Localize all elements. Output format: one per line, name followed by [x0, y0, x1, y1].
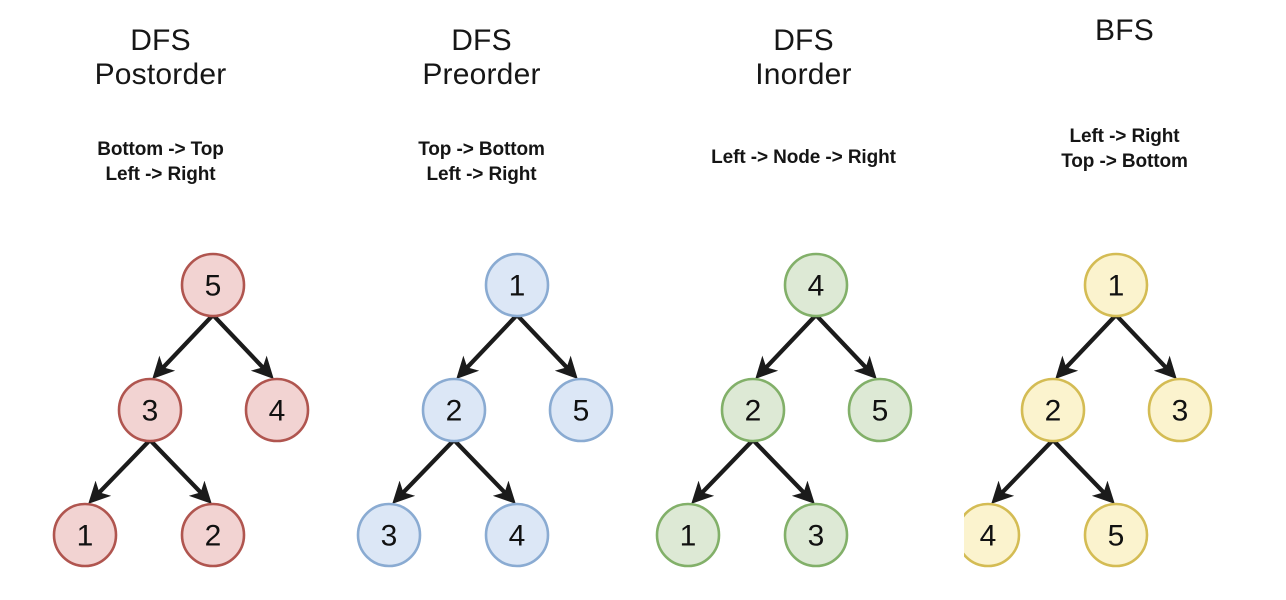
tree-node-right-label: 4	[269, 395, 286, 428]
tree-node-right	[1147, 377, 1213, 443]
edge-root-left	[1055, 313, 1118, 379]
subtitle-line-1: Bottom -> Top	[97, 139, 224, 160]
tree-node-left-label: 2	[745, 395, 762, 428]
heading-dfs-postorder: DFS Postorder	[0, 24, 321, 91]
edge-left-leftright	[452, 438, 516, 504]
tree-bfs: 1 2 3 4 5	[964, 252, 1213, 568]
tree-node-right	[244, 377, 310, 443]
edge-left-leftleft	[991, 438, 1055, 504]
tree-node-left-right-label: 5	[1108, 520, 1125, 553]
edge-root-left	[456, 313, 519, 379]
tree-node-left-left	[356, 502, 422, 568]
tree-node-left-label: 2	[446, 395, 463, 428]
tree-node-root-label: 1	[1108, 270, 1125, 303]
title-line-2: Inorder	[755, 57, 852, 91]
tree-node-right-label: 5	[573, 395, 590, 428]
edge-left-leftright	[1051, 438, 1115, 504]
edge-left-leftleft	[691, 438, 755, 504]
tree-node-left-right-label: 4	[509, 520, 526, 553]
tree-node-left-left	[964, 502, 1021, 568]
subtitle-line-1: Left -> Right	[1069, 126, 1180, 147]
subtitle-line-2: Top -> Bottom	[1061, 151, 1188, 173]
column-dfs-postorder: DFS Postorder Bottom -> Top Left -> Righ…	[0, 0, 321, 600]
title-line-1: DFS	[773, 24, 834, 57]
subtitle-dfs-preorder: Top -> Bottom Left -> Right	[321, 137, 642, 187]
tree-node-root	[783, 252, 849, 318]
title-line-2: Postorder	[94, 57, 227, 91]
tree-node-root-label: 4	[808, 270, 825, 303]
column-bfs: BFS Left -> Right Top -> Bottom 1 2 3 4	[964, 0, 1285, 600]
edge-root-right	[814, 313, 877, 379]
subtitle-dfs-inorder: Left -> Node -> Right	[643, 145, 964, 170]
heading-bfs: BFS	[964, 14, 1285, 48]
column-dfs-preorder: DFS Preorder Top -> Bottom Left -> Right…	[321, 0, 642, 600]
tree-node-left-left	[655, 502, 721, 568]
title-line-1: DFS	[451, 24, 512, 57]
tree-node-left	[1020, 377, 1086, 443]
title-line-1: DFS	[130, 24, 191, 57]
tree-node-left-right-label: 2	[205, 520, 222, 553]
edge-root-right	[1114, 313, 1177, 379]
tree-node-left-left-label: 1	[77, 520, 94, 553]
tree-node-left-right-label: 3	[808, 520, 825, 553]
tree-node-right-label: 5	[872, 395, 889, 428]
tree-dfs-preorder: 1 2 5 3 4	[356, 252, 614, 568]
edge-left-leftright	[148, 438, 212, 504]
tree-node-left-left-label: 1	[680, 520, 697, 553]
tree-node-right	[847, 377, 913, 443]
column-dfs-inorder: DFS Inorder Left -> Node -> Right 4 2 5 …	[643, 0, 964, 600]
title-line-1: BFS	[1095, 14, 1154, 47]
tree-node-root	[180, 252, 246, 318]
tree-node-left-right	[1083, 502, 1149, 568]
tree-node-left	[421, 377, 487, 443]
tree-dfs-postorder: 5 3 4 1 2	[52, 252, 310, 568]
subtitle-line-2: Left -> Right	[105, 164, 216, 186]
tree-node-left-label: 2	[1045, 395, 1062, 428]
tree-node-root	[1083, 252, 1149, 318]
tree-node-left-right	[484, 502, 550, 568]
tree-node-root-label: 1	[509, 270, 526, 303]
tree-node-root	[484, 252, 550, 318]
subtitle-line-1: Left -> Node -> Right	[711, 147, 896, 168]
heading-dfs-preorder: DFS Preorder	[321, 24, 642, 91]
tree-node-left-left-label: 3	[381, 520, 398, 553]
tree-node-left-label: 3	[142, 395, 159, 428]
edge-left-leftleft	[392, 438, 456, 504]
subtitle-line-2: Left -> Right	[426, 164, 537, 186]
tree-node-right-label: 3	[1172, 395, 1189, 428]
edge-root-right	[211, 313, 274, 379]
tree-node-root-label: 5	[205, 270, 222, 303]
tree-dfs-inorder: 4 2 5 1 3	[655, 252, 913, 568]
subtitle-line-1: Top -> Bottom	[418, 139, 545, 160]
edge-root-left	[152, 313, 215, 379]
edge-left-leftright	[751, 438, 815, 504]
edge-left-leftleft	[88, 438, 152, 504]
tree-node-right	[548, 377, 614, 443]
subtitle-dfs-postorder: Bottom -> Top Left -> Right	[0, 137, 321, 187]
title-line-2: Preorder	[422, 57, 541, 91]
tree-node-left-left	[52, 502, 118, 568]
tree-node-left-right	[783, 502, 849, 568]
edge-root-right	[515, 313, 578, 379]
tree-node-left-right	[180, 502, 246, 568]
edge-root-left	[755, 313, 818, 379]
subtitle-bfs: Left -> Right Top -> Bottom	[964, 124, 1285, 174]
tree-node-left	[720, 377, 786, 443]
tree-node-left-left-label: 4	[980, 520, 997, 553]
tree-node-left	[117, 377, 183, 443]
heading-dfs-inorder: DFS Inorder	[643, 24, 964, 91]
